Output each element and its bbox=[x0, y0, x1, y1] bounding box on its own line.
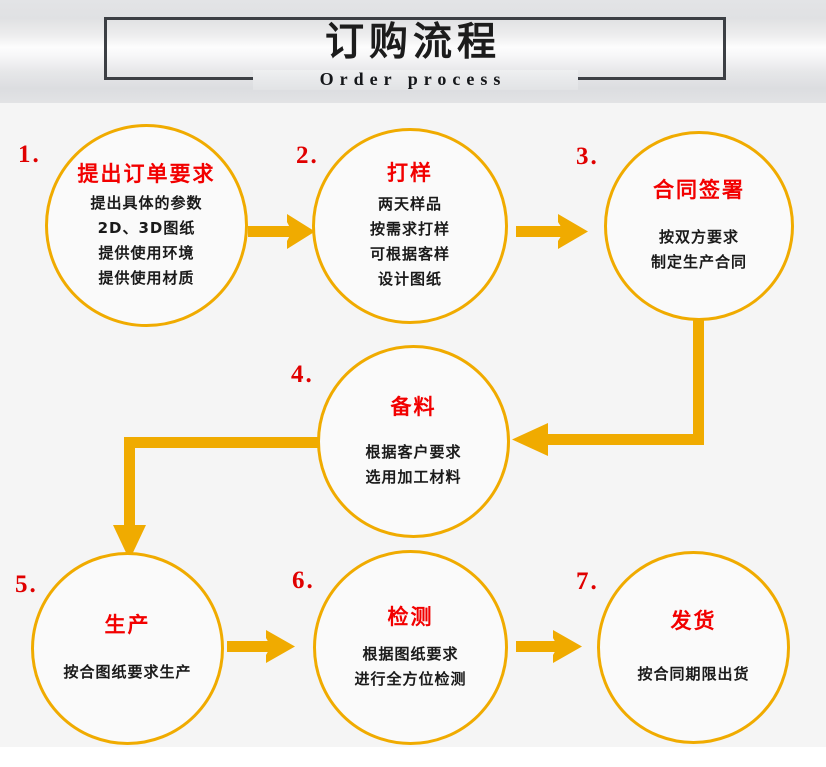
flow-node-6-title: 检测 bbox=[387, 604, 434, 629]
flow-node-line: 按合图纸要求生产 bbox=[63, 663, 192, 681]
header-frame-gap bbox=[253, 70, 578, 90]
flow-node-line: 按需求打样 bbox=[369, 220, 450, 238]
flow-node-4-title: 备料 bbox=[390, 394, 437, 419]
flow-node-line: 按双方要求 bbox=[658, 228, 739, 246]
flow-node-3[interactable]: 合同签署 按双方要求制定生产合同 bbox=[604, 131, 794, 321]
flow-node-line: 2D、3D图纸 bbox=[97, 218, 196, 237]
flow-node-line: 两天样品 bbox=[377, 195, 442, 213]
flow-node-2[interactable]: 打样 两天样品按需求打样可根据客样设计图纸 bbox=[312, 128, 508, 324]
flow-node-line: 按合同期限出货 bbox=[637, 665, 750, 683]
flow-node-2-lines: 两天样品按需求打样可根据客样设计图纸 bbox=[370, 192, 450, 292]
flow-node-1[interactable]: 提出订单要求 提出具体的参数 2D、3D图纸提供使用环境提供使用材质 bbox=[45, 124, 248, 327]
flow-node-line: 进行全方位检测 bbox=[354, 669, 467, 688]
node-number-2: 2. bbox=[296, 142, 319, 169]
flow-node-5[interactable]: 生产 按合图纸要求生产 bbox=[31, 552, 224, 745]
flow-node-7-title: 发货 bbox=[670, 609, 717, 633]
flow-node-4[interactable]: 备料 根据客户要求选用加工材料 bbox=[317, 345, 510, 538]
flow-node-line: 根据图纸要求 bbox=[362, 644, 459, 663]
flow-node-4-lines: 根据客户要求选用加工材料 bbox=[365, 440, 461, 490]
flow-node-line: 制定生产合同 bbox=[650, 253, 747, 271]
node-number-5: 5. bbox=[15, 571, 38, 598]
flow-node-7-lines: 按合同期限出货 bbox=[637, 662, 749, 687]
node-number-6: 6. bbox=[292, 567, 315, 594]
flow-node-2-title: 打样 bbox=[387, 161, 433, 185]
flow-node-line: 提供使用材质 bbox=[98, 268, 195, 287]
flow-node-7[interactable]: 发货 按合同期限出货 bbox=[597, 551, 790, 744]
flow-node-line: 提出具体的参数 bbox=[90, 193, 203, 212]
flow-node-6-lines: 根据图纸要求进行全方位检测 bbox=[354, 642, 466, 692]
flow-node-line: 提供使用环境 bbox=[98, 243, 195, 262]
flow-node-3-lines: 按双方要求制定生产合同 bbox=[651, 225, 747, 275]
flow-node-line: 可根据客样 bbox=[369, 245, 450, 263]
flow-node-line: 选用加工材料 bbox=[365, 467, 462, 486]
flow-node-6[interactable]: 检测 根据图纸要求进行全方位检测 bbox=[313, 550, 508, 745]
flow-node-5-title: 生产 bbox=[104, 613, 151, 637]
node-number-1: 1. bbox=[18, 141, 41, 168]
node-number-7: 7. bbox=[576, 568, 599, 595]
flow-node-5-lines: 按合图纸要求生产 bbox=[63, 660, 191, 685]
flow-node-3-title: 合同签署 bbox=[653, 178, 745, 202]
page-title: 订购流程 bbox=[324, 20, 501, 65]
node-number-3: 3. bbox=[576, 143, 599, 170]
node-number-4: 4. bbox=[291, 361, 314, 388]
header-banner: 订购流程 Order process bbox=[0, 0, 826, 103]
flow-node-line: 设计图纸 bbox=[377, 270, 442, 288]
footer-strip bbox=[0, 747, 826, 767]
flow-node-1-lines: 提出具体的参数 2D、3D图纸提供使用环境提供使用材质 bbox=[90, 191, 202, 291]
flow-node-1-title: 提出订单要求 bbox=[77, 161, 216, 186]
flow-node-line: 根据客户要求 bbox=[365, 442, 462, 461]
page-subtitle: Order process bbox=[319, 69, 507, 89]
